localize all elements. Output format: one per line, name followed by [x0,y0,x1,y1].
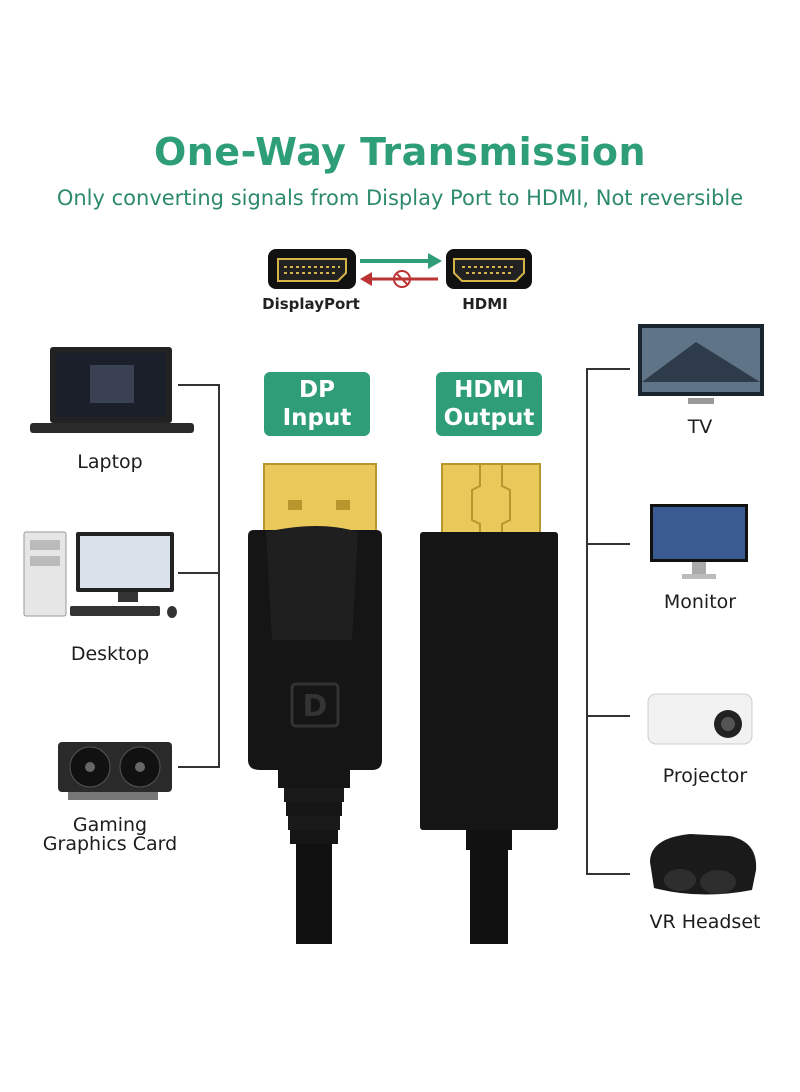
hdmi-badge-line1: HDMI [454,377,524,403]
tv-connector-line [586,368,630,370]
vr-connector-line [586,873,630,875]
monitor-icon [650,504,748,579]
displayport-port-icon [268,249,356,289]
projector-icon [647,693,753,745]
page-title: One-Way Transmission [153,130,647,174]
displayport-label: DisplayPort [262,295,360,313]
laptop-label: Laptop [77,451,143,473]
hdmi-connector-icon [420,463,558,944]
hdmi-label: HDMI [462,295,508,313]
hdmi-output-badge: HDMI Output [436,372,542,436]
laptop-connector-line [178,384,220,386]
vr-headset-icon [650,834,757,895]
dp-input-badge: DP Input [264,372,370,436]
dp-badge-line1: DP [299,377,335,403]
monitor-connector-line [586,543,630,545]
svg-text:D: D [303,689,328,724]
port-direction-diagram [260,245,540,315]
projector-label: Projector [662,765,748,787]
desktop-connector-line [178,572,220,574]
direction-arrow-icon [360,253,442,269]
vr-headset-label: VR Headset [649,911,761,933]
laptop-icon [30,347,194,433]
port-direction-graphic [268,249,532,289]
cable-illustration: D [248,463,558,944]
right-bracket-line [586,368,588,874]
displayport-connector-icon: D [248,463,382,944]
left-bracket-line [218,384,220,768]
desktop-label: Desktop [70,643,150,665]
hdmi-badge-line2: Output [443,405,535,431]
hdmi-port-icon [446,249,532,289]
tv-label: TV [687,416,713,438]
graphics-card-label-line1: Gaming [72,814,148,836]
projector-connector-line [586,715,630,717]
monitor-label: Monitor [663,591,737,613]
desktop-icon [23,531,177,618]
graphics-card-label-line2: Graphics Card [42,833,178,855]
gpu-connector-line [178,766,220,768]
graphics-card-label: Gaming Graphics Card [40,816,180,854]
graphics-card-icon [58,742,172,800]
page-subtitle: Only converting signals from Display Por… [56,186,744,210]
tv-icon [638,324,764,404]
blocked-reverse-arrow-icon [360,270,438,288]
dp-badge-line2: Input [282,405,352,431]
